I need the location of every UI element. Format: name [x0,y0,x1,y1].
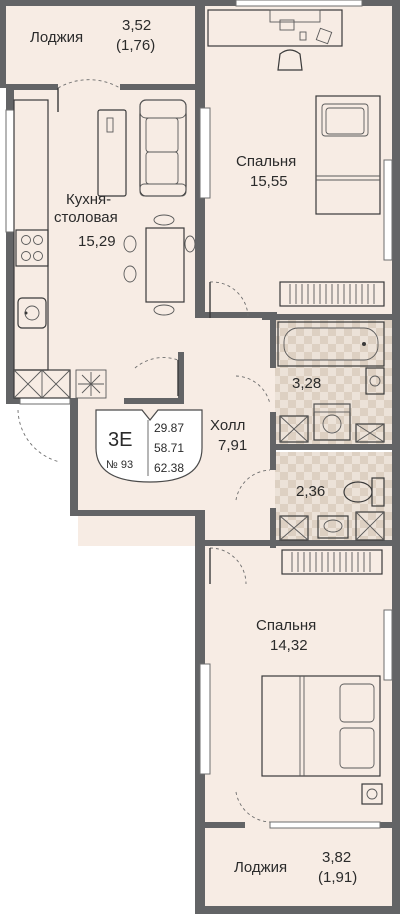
window-bedroom-bottom-left [199,663,211,775]
ventilation-shaft-icon [279,415,385,443]
wardrobe-top [279,281,385,307]
bedroom-bottom-name: Спальня [256,617,316,634]
desk [207,9,343,47]
windows [5,0,393,829]
kitchen-area: 15,29 [78,233,116,250]
window-kitchen-bottom [19,397,71,405]
compass-star-icon [75,369,107,399]
bathroom-area: 3,28 [292,375,321,392]
sink-icon [17,297,47,329]
kitchen-name-line1: Кухня- [66,191,111,208]
bathroom-floor [275,318,392,446]
window-kitchen [5,109,15,233]
hall-area: 7,91 [218,437,247,454]
window-top-bedroom [235,0,363,7]
sink-icon [317,515,349,539]
badge-number: № 93 [106,459,133,471]
window-loggia-bottom [269,821,381,829]
bed-icon [315,95,381,215]
bedroom-top-name: Спальня [236,153,296,170]
bedroom-top-floor [203,6,392,316]
loggia-bottom-floor [203,826,392,908]
badge-area-living: 29.87 [154,421,184,435]
loggia-bottom-name: Лоджия [234,859,287,876]
ventilation-shaft-icon [13,369,71,399]
loggia-bottom-sub: (1,91) [318,869,357,886]
window-bedroom-bottom-right [383,609,393,681]
chair-icon [277,49,303,71]
toilet-icon [343,477,385,507]
kitchen-name-line2: столовая [54,209,118,226]
badge-area-with-loggias: 62.38 [154,461,184,475]
bathtub-icon [277,321,385,367]
ventilation-shaft-icon [279,511,385,541]
loggia-top-area: 3,52 [122,17,151,34]
labels: Лоджия 3,52 (1,76) Кухня- столовая 15,29… [30,17,357,886]
bedroom-bottom-floor [203,546,392,826]
bed-icon [261,675,381,777]
badge-type: 3E [108,429,132,451]
bedroom-top-area: 15,55 [250,173,288,190]
apartment-badge [95,409,203,483]
wc-area: 2,36 [296,483,325,500]
wardrobe-bottom [281,549,383,575]
nightstand-icon [361,783,383,805]
stove-icon [15,229,49,267]
floor-fills [6,6,392,908]
dining-table-icon [123,214,196,316]
doors [17,79,271,823]
window-bedroom-top-left [199,107,211,199]
sink-icon [365,367,385,395]
window-bedroom-top-right [383,159,393,261]
badge-area-total: 58.71 [154,441,184,455]
hall-name: Холл [210,417,245,434]
loggia-top-sub: (1,76) [116,37,155,54]
loggia-bottom-area: 3,82 [322,849,351,866]
sofa-icon [139,99,187,197]
loggia-top-name: Лоджия [30,29,83,46]
coffee-table [97,109,127,197]
loggia-top-floor [6,6,195,86]
washing-machine-icon [313,403,351,441]
bedroom-bottom-area: 14,32 [270,637,308,654]
